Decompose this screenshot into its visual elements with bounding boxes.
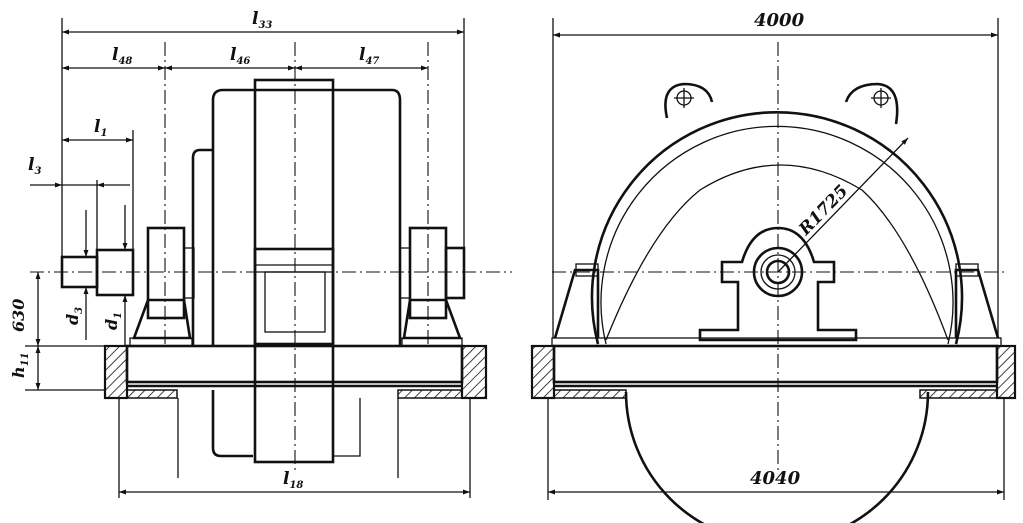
dim-l48-label: l48 (112, 45, 132, 67)
front-dimension-lines (548, 32, 1004, 495)
dim-h11-label: h11 (9, 352, 31, 378)
dim-4000-label: 4000 (754, 10, 805, 31)
left-bearing (129, 226, 195, 347)
dim-l46-label: l46 (230, 45, 250, 67)
side-view: l33 l48 l46 l47 l1 l3 l18 630 h11 d3 d1 (9, 9, 512, 498)
inner-outline (605, 164, 949, 341)
side-brackets (553, 263, 1000, 339)
dim-r1725-label: R1725 (795, 181, 853, 240)
dim-4040-label: 4040 (750, 468, 801, 489)
front-view: 4000 4040 R1725 (530, 10, 1017, 523)
housing-circle (590, 110, 964, 523)
dim-l33-label: l33 (252, 9, 272, 31)
lifting-lug-right (844, 82, 899, 125)
dim-d3-label: d3 (63, 307, 85, 325)
dim-l1-label: l1 (94, 117, 107, 139)
front-centerlines (552, 42, 1005, 470)
rotor-housing (191, 78, 402, 464)
lifting-lug-left (664, 82, 714, 119)
dim-630-label: 630 (9, 299, 28, 332)
dim-l3-label: l3 (28, 155, 41, 177)
dimension-lines (30, 29, 470, 495)
side-centerlines (30, 42, 512, 470)
dim-l18-label: l18 (283, 469, 303, 491)
dim-l47-label: l47 (359, 45, 379, 67)
extension-lines (25, 18, 471, 498)
right-bearing (399, 226, 466, 347)
front-extension-lines (547, 18, 1005, 500)
dim-d1-label: d1 (102, 312, 124, 330)
front-base (530, 337, 1017, 400)
